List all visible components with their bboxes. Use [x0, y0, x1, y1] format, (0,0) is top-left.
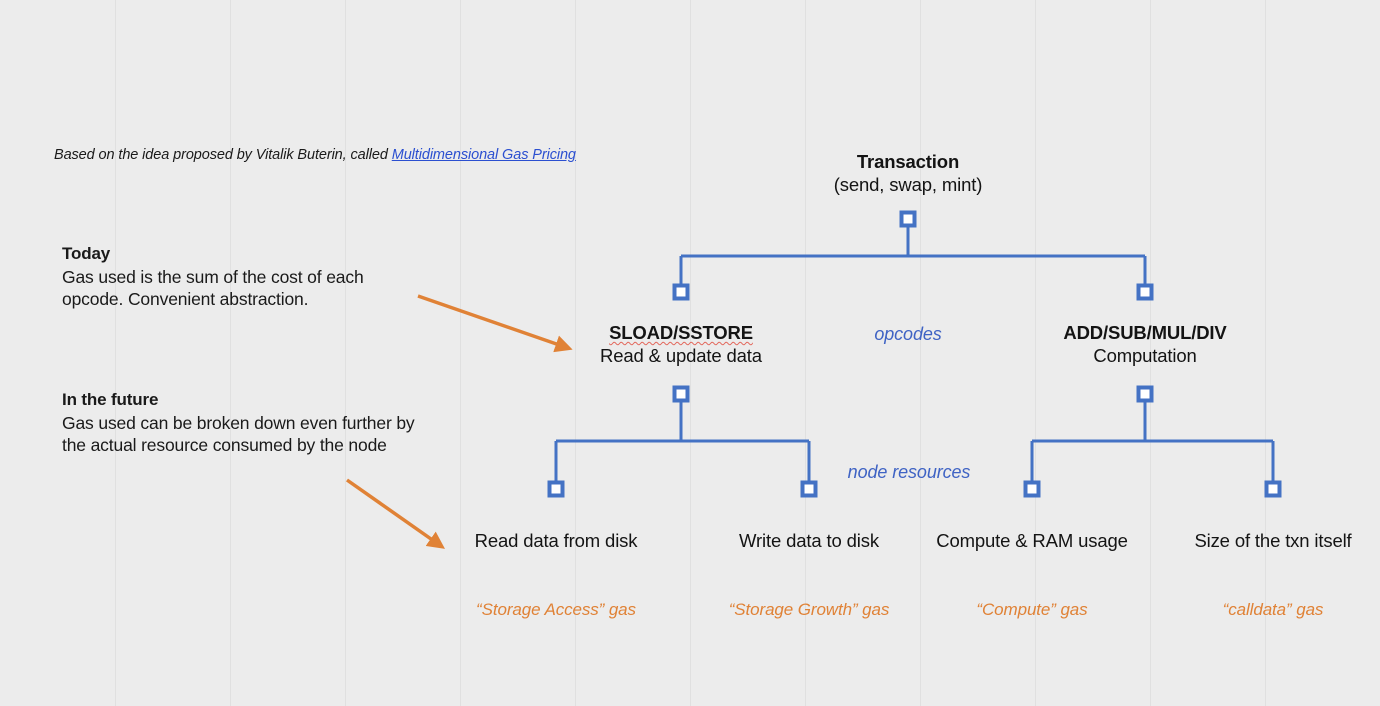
note-today-body: Gas used is the sum of the cost of each … [62, 267, 364, 309]
node-transaction-title: Transaction [856, 151, 960, 172]
node-sload-sstore-title: SLOAD/SSTORE [609, 322, 753, 343]
credit-line: Based on the idea proposed by Vitalik Bu… [54, 147, 576, 163]
node-add-sub-mul-div[interactable]: ADD/SUB/MUL/DIV Computation [1063, 321, 1226, 367]
edge-caption-opcodes: opcodes [874, 324, 942, 344]
node-sload-sstore[interactable]: SLOAD/SSTORE Read & update data [600, 321, 762, 367]
node-transaction-sub: (send, swap, mint) [833, 174, 983, 195]
handle-level1-1[interactable] [1136, 283, 1154, 301]
leaf-size-of-txn[interactable]: Size of the txn itself [1194, 530, 1352, 551]
leaf-read-data-from-disk[interactable]: Read data from disk [474, 530, 638, 551]
handle-left-leaf-0[interactable] [547, 480, 565, 498]
handle-level1-0[interactable] [672, 283, 690, 301]
arrow-today [417, 294, 573, 353]
node-sload-sstore-sub: Read & update data [600, 345, 762, 366]
leaf-compute-ram-usage[interactable]: Compute & RAM usage [936, 530, 1128, 551]
multidimensional-gas-pricing-link[interactable]: Multidimensional Gas Pricing [391, 147, 576, 163]
gas-label-storage-growth: “Storage Growth” gas [728, 600, 890, 619]
node-add-sub-mul-div-sub: Computation [1093, 345, 1197, 366]
handle-transaction[interactable] [899, 210, 917, 228]
gas-label-storage-access: “Storage Access” gas [476, 600, 636, 619]
edge-caption-node-resources: node resources [847, 462, 971, 482]
gas-label-compute: “Compute” gas [976, 600, 1088, 619]
node-transaction[interactable]: Transaction (send, swap, mint) [833, 150, 983, 196]
note-future-title: In the future [62, 390, 159, 409]
handle-right-leaf-1[interactable] [1264, 480, 1282, 498]
node-add-sub-mul-div-title: ADD/SUB/MUL/DIV [1063, 322, 1227, 343]
note-today-title: Today [62, 244, 111, 263]
credit-prefix: Based on the idea proposed by Vitalik Bu… [54, 147, 392, 163]
arrow-future [345, 478, 446, 549]
note-future-body: Gas used can be broken down even further… [62, 413, 415, 455]
gas-label-calldata: “calldata” gas [1222, 600, 1324, 619]
leaf-write-data-to-disk[interactable]: Write data to disk [739, 530, 879, 551]
handle-left-parent[interactable] [672, 385, 690, 403]
handle-right-parent[interactable] [1136, 385, 1154, 403]
note-future: In the future Gas used can be broken dow… [62, 389, 415, 456]
note-today: Today Gas used is the sum of the cost of… [62, 243, 364, 310]
